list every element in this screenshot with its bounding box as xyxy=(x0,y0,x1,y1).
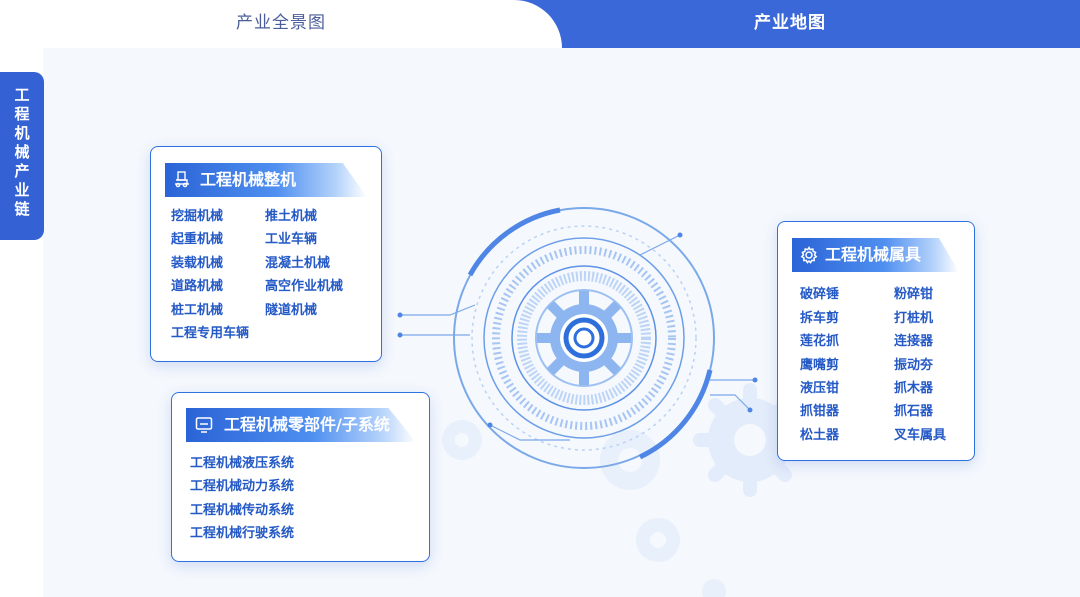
list-item[interactable]: 工程机械液压系统 xyxy=(190,456,295,471)
list-item[interactable]: 莲花抓 xyxy=(800,334,840,349)
list-item[interactable]: 抓钳器 xyxy=(800,404,840,419)
list-item[interactable]: 推土机械 xyxy=(265,209,318,224)
monitor-icon xyxy=(195,417,213,433)
tab-panorama-label[interactable]: 产业全景图 xyxy=(236,13,326,33)
list-item[interactable]: 挖掘机械 xyxy=(171,209,224,224)
list-item[interactable]: 混凝土机械 xyxy=(265,256,331,271)
background-gear-icon xyxy=(693,383,807,497)
list-item[interactable]: 工程专用车辆 xyxy=(171,326,250,341)
list-item[interactable]: 抓石器 xyxy=(894,404,934,419)
side-tab-char: 业 xyxy=(14,181,30,199)
side-tab-char: 链 xyxy=(14,200,30,218)
gear-circle-graphic xyxy=(397,207,807,597)
list-item[interactable]: 叉车属具 xyxy=(894,428,947,443)
list-item[interactable]: 破碎锤 xyxy=(800,287,840,302)
list-item[interactable]: 高空作业机械 xyxy=(265,279,344,294)
list-item[interactable]: 工程机械传动系统 xyxy=(190,503,295,518)
list-item[interactable]: 起重机械 xyxy=(171,232,224,247)
list-item[interactable]: 粉碎钳 xyxy=(894,287,934,302)
list-item[interactable]: 鹰嘴剪 xyxy=(800,358,840,373)
tab-panorama[interactable] xyxy=(0,0,562,48)
side-tab-char: 械 xyxy=(14,143,30,161)
machines-card-header xyxy=(165,163,367,197)
parts-card-header xyxy=(186,408,416,442)
side-tab-char: 程 xyxy=(14,105,30,123)
center-gear-icon xyxy=(537,291,631,385)
list-item[interactable]: 振动夯 xyxy=(894,358,934,373)
list-item[interactable]: 工程机械动力系统 xyxy=(190,479,295,494)
list-item[interactable]: 道路机械 xyxy=(171,279,224,294)
side-tab-char: 产 xyxy=(14,162,30,180)
list-item[interactable]: 松土器 xyxy=(800,428,840,443)
machines-card-title: 工程机械整机 xyxy=(200,170,297,189)
side-tab-label[interactable]: 工 程 机 械 产 业 链 xyxy=(0,86,44,219)
side-tab-industry-chain[interactable] xyxy=(0,72,44,240)
side-tab-char: 工 xyxy=(14,86,30,104)
gear-icon xyxy=(800,246,818,264)
list-item[interactable]: 打桩机 xyxy=(894,311,934,326)
list-item[interactable]: 工程机械行驶系统 xyxy=(190,526,295,541)
forklift-icon xyxy=(175,171,189,188)
list-item[interactable]: 液压钳 xyxy=(800,381,840,396)
list-item[interactable]: 隧道机械 xyxy=(265,303,318,318)
parts-card-title: 工程机械零部件/子系统 xyxy=(224,415,390,434)
attachments-card-header xyxy=(792,238,959,272)
tab-map[interactable]: 产业地图 xyxy=(754,13,826,33)
list-item[interactable]: 装载机械 xyxy=(171,256,224,271)
side-tab-char: 机 xyxy=(14,124,30,142)
list-item[interactable]: 拆车剪 xyxy=(800,311,840,326)
list-item[interactable]: 工业车辆 xyxy=(265,232,318,247)
list-item[interactable]: 连接器 xyxy=(894,334,934,349)
list-item[interactable]: 桩工机械 xyxy=(171,303,224,318)
list-item[interactable]: 抓木器 xyxy=(894,381,934,396)
attachments-card-title: 工程机械属具 xyxy=(825,245,922,264)
